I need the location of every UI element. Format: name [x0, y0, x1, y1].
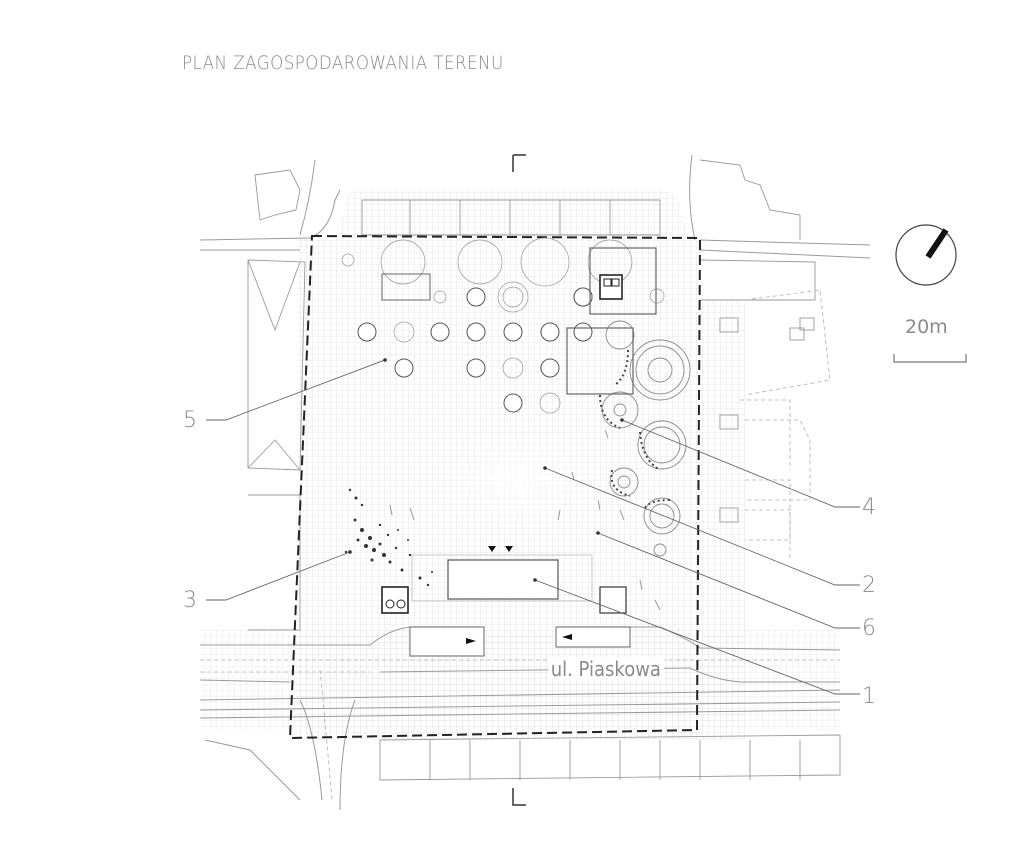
callout-6: 6 [862, 616, 876, 641]
callout-leaders [206, 359, 860, 695]
page-title: PLAN ZAGOSPODAROWANIA TERENU [182, 52, 504, 74]
garden-pools [601, 320, 691, 557]
road-lane-markings [200, 399, 840, 801]
street-name-label: ul. Piaskowa [548, 657, 664, 681]
play-equipment [381, 274, 623, 614]
scatter-planting [344, 488, 433, 587]
scale-label: 20m [905, 316, 948, 338]
site-boundary [288, 234, 702, 740]
callout-5: 5 [183, 408, 197, 433]
plot-lines [744, 289, 831, 541]
callout-4: 4 [862, 495, 876, 520]
surrounding-roads [199, 154, 871, 811]
callout-dots [348, 358, 624, 582]
pavilion [411, 546, 627, 614]
neighbour-buildings [247, 159, 841, 781]
section-marks [512, 154, 526, 806]
callout-3: 3 [183, 588, 197, 613]
parking-bays [409, 626, 631, 657]
north-arrow-icon [895, 224, 957, 286]
scale-bar [893, 354, 967, 363]
frames [381, 247, 657, 395]
callout-2: 2 [862, 573, 876, 598]
pool-edge-seating [599, 349, 671, 509]
callout-1: 1 [862, 684, 876, 709]
side-kiosks [719, 317, 815, 523]
path-lights [389, 429, 661, 611]
trees-light [341, 237, 665, 414]
